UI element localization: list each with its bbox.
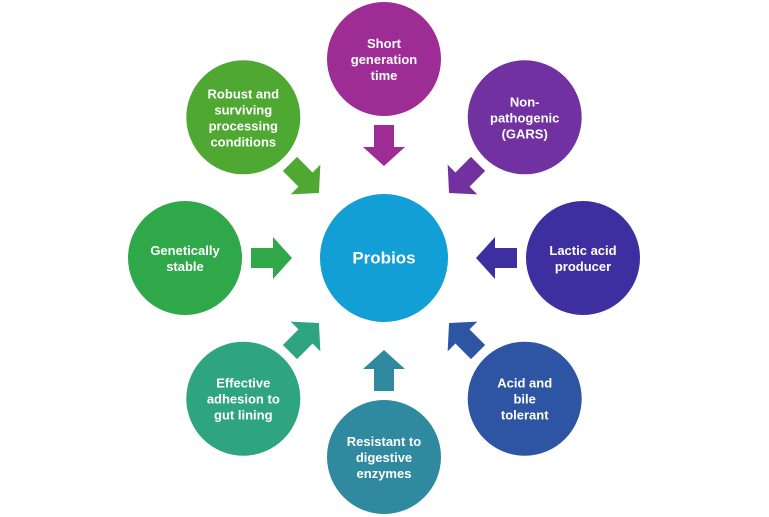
node-label-line: Resistant to	[347, 434, 421, 449]
node-label-line: Robust and	[208, 86, 280, 101]
node-circle	[467, 60, 582, 175]
node-label-line: tolerant	[501, 407, 549, 422]
node-label-line: stable	[166, 259, 204, 274]
node-circle	[327, 400, 441, 514]
node-circle	[467, 341, 582, 456]
center-node: Probios	[320, 194, 448, 322]
node-label-line: bile	[513, 391, 535, 406]
node-label-line: (GARS)	[502, 126, 548, 141]
node-label-line: Lactic acid	[549, 243, 616, 258]
node-label-line: surviving	[214, 102, 272, 117]
node-label-line: Effective	[216, 375, 270, 390]
node-label-line: processing	[209, 118, 278, 133]
node-label-line: Genetically	[150, 243, 220, 258]
arrow-icon-non-pathogenic	[447, 156, 486, 195]
arrow-icon-acid-bile-tolerant	[447, 321, 486, 360]
arrow-icon-robust-processing	[282, 156, 321, 195]
node-label-line: producer	[555, 259, 611, 274]
node-circle	[327, 2, 441, 116]
node-label-line: Acid and	[497, 375, 552, 390]
center-circle	[320, 194, 448, 322]
node-label-line: digestive	[356, 450, 412, 465]
node-circle	[186, 60, 301, 175]
node-non-pathogenic: Non-pathogenic(GARS)	[467, 60, 582, 175]
node-circle	[128, 201, 242, 315]
node-label-line: Short	[367, 36, 402, 51]
node-circle	[186, 341, 301, 456]
node-circle	[526, 201, 640, 315]
node-label-line: conditions	[210, 134, 276, 149]
arrow-icon-adhesion-gut-lining	[282, 321, 321, 360]
node-label-line: gut lining	[214, 407, 273, 422]
node-label-line: adhesion to	[207, 391, 280, 406]
node-label-line: time	[371, 68, 398, 83]
node-label: Non-pathogenic(GARS)	[490, 94, 559, 141]
node-label-line: pathogenic	[490, 110, 559, 125]
arrows-layer	[251, 125, 517, 391]
node-label-line: generation	[351, 52, 418, 67]
node-label-line: Non-	[510, 94, 540, 109]
arrow-icon-genetically-stable	[251, 237, 292, 279]
arrow-icon-resistant-digestive-enzymes	[363, 350, 405, 391]
arrow-icon-short-generation-time	[363, 125, 405, 166]
center-label: Probios	[352, 249, 415, 268]
node-label-line: enzymes	[357, 466, 412, 481]
arrow-icon-lactic-acid-producer	[476, 237, 517, 279]
